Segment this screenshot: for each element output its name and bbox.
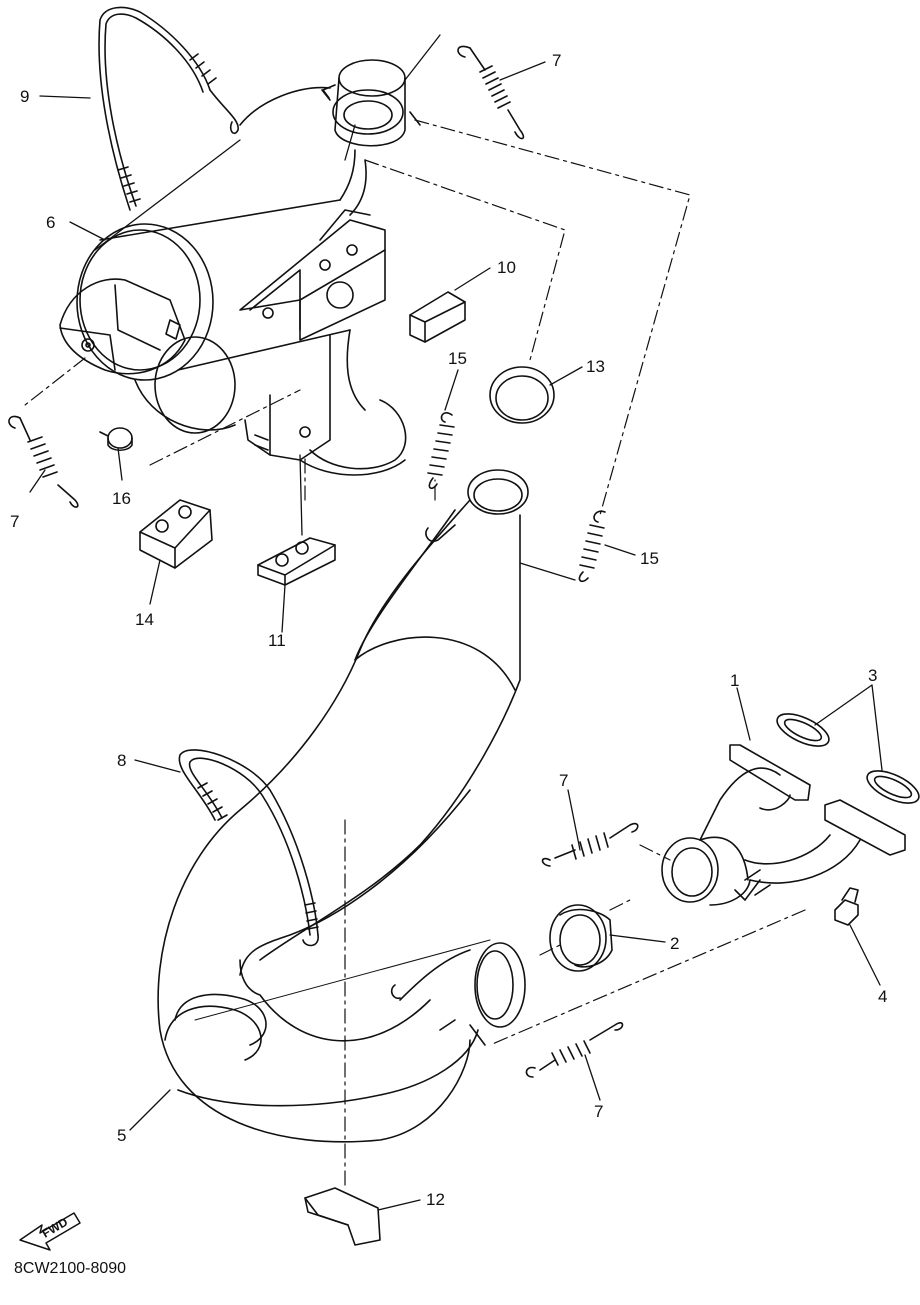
- part-7-spring-middle: [541, 822, 639, 867]
- part-12-guard: [304, 1187, 381, 1246]
- part-10-damper: [409, 291, 466, 343]
- fwd-arrow-icon: [19, 1212, 81, 1251]
- part-1-manifold: [661, 744, 906, 906]
- callout-7: 7: [594, 1102, 604, 1121]
- callout-1: 1: [730, 671, 740, 690]
- part-15-spring-upper: [427, 412, 455, 490]
- callout-16: 16: [112, 489, 131, 508]
- callout-8: 8: [117, 751, 127, 770]
- part-16-grommet: [99, 427, 133, 452]
- callout-15: 15: [448, 349, 467, 368]
- part-9-stay: [98, 6, 331, 211]
- part-15-spring-right: [578, 510, 606, 583]
- callout-7: 7: [559, 771, 569, 790]
- diagram-reference-code: 8CW2100-8090: [14, 1260, 127, 1277]
- callout-11: 11: [268, 631, 286, 650]
- part-7-spring-lower: [525, 1022, 624, 1078]
- callout-3: 3: [868, 666, 878, 685]
- part-3-gaskets: [776, 713, 920, 804]
- part-14-block: [139, 499, 213, 569]
- part-7-spring-left: [8, 415, 79, 508]
- center-lines: [24, 119, 806, 1186]
- part-13-gasket: [489, 366, 555, 424]
- part-7-spring-top: [457, 45, 525, 140]
- part-4-bolt: [834, 887, 859, 926]
- callout-4: 4: [878, 987, 888, 1006]
- callout-7: 7: [10, 512, 20, 531]
- callout-2: 2: [670, 934, 680, 953]
- callout-14: 14: [135, 610, 154, 629]
- callout-9: 9: [20, 87, 30, 106]
- silencer-body: [59, 149, 407, 476]
- leader-lines: [29, 34, 883, 1211]
- part-8-stay: [178, 749, 319, 947]
- callout-15: 15: [640, 549, 659, 568]
- part-5-exhaust-pipe: [157, 469, 529, 1143]
- callout-10: 10: [497, 258, 516, 277]
- callout-7: 7: [552, 51, 562, 70]
- part-2-joint: [549, 904, 613, 972]
- callout-12: 12: [426, 1190, 445, 1209]
- callout-13: 13: [586, 357, 605, 376]
- callout-6: 6: [46, 213, 56, 232]
- top-clamp-ring: [321, 59, 421, 147]
- callout-5: 5: [117, 1126, 127, 1145]
- part-11-block: [257, 537, 336, 586]
